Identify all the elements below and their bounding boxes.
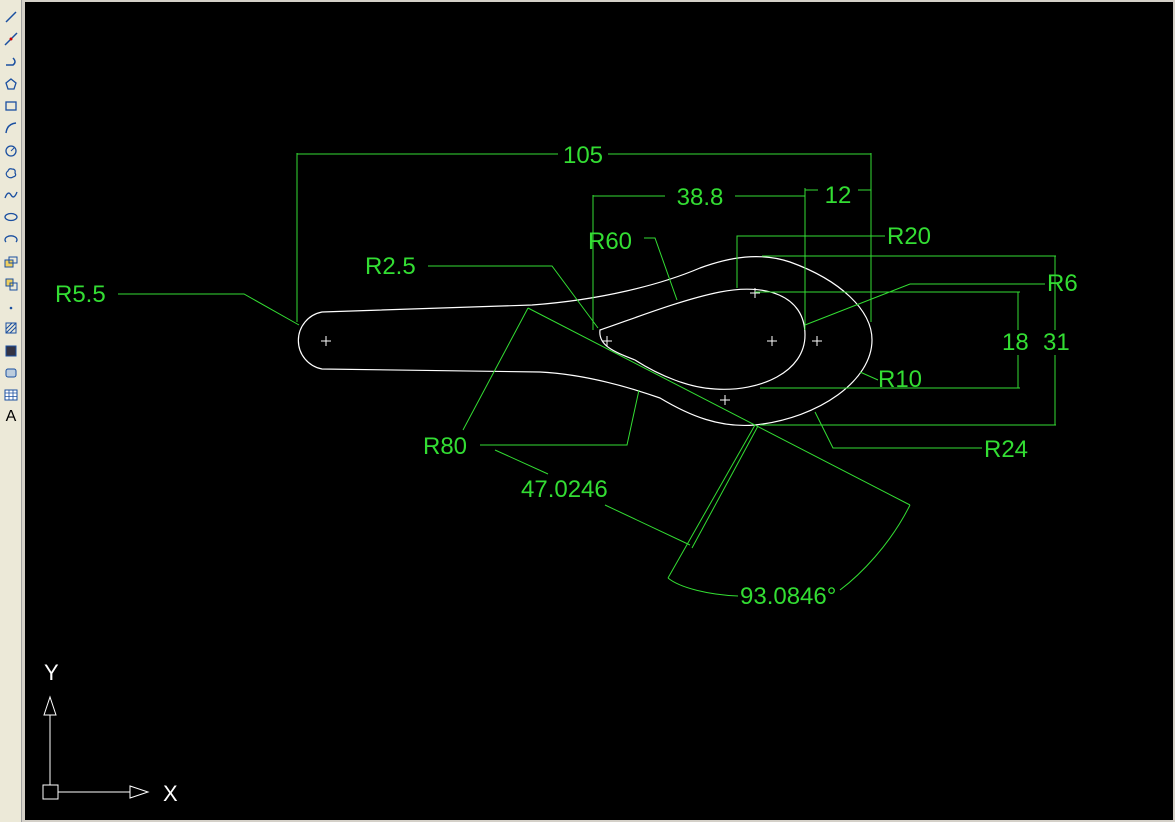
drawing-canvas[interactable]: 105 38.8 12 R60 R20 R2.5 R6 R5.5 18 31 R… <box>25 2 1173 820</box>
dim-r60: R60 <box>588 228 632 255</box>
dimension-texts: 105 38.8 12 R60 R20 R2.5 R6 R5.5 18 31 R… <box>55 142 1078 610</box>
dim-r6: R6 <box>1047 270 1078 297</box>
ellipse-tool[interactable] <box>2 208 20 226</box>
multiline-text-tool[interactable]: A <box>2 408 20 426</box>
ellipse-arc-icon <box>4 235 18 243</box>
dim-r24: R24 <box>984 436 1028 463</box>
region-tool[interactable] <box>2 364 20 382</box>
gradient-tool[interactable] <box>2 342 20 360</box>
table-icon <box>4 389 18 401</box>
dim-r2-5: R2.5 <box>365 253 416 280</box>
spline-icon <box>4 191 18 199</box>
dim-18: 18 <box>1002 329 1029 356</box>
outer-profile <box>297 256 873 427</box>
hatch-icon <box>5 322 17 334</box>
drawing-svg: 105 38.8 12 R60 R20 R2.5 R6 R5.5 18 31 R… <box>42 142 1078 806</box>
region-icon <box>5 368 17 378</box>
dim-12: 12 <box>825 182 852 209</box>
hatch-tool[interactable] <box>2 319 20 337</box>
arc-tool[interactable] <box>2 119 20 137</box>
dim-38-8: 38.8 <box>677 184 724 211</box>
dimension-lines <box>118 153 1056 597</box>
dim-105: 105 <box>563 142 603 169</box>
ucs-y-label: Y <box>44 660 59 685</box>
ellipse-arc-tool[interactable] <box>2 231 20 249</box>
gradient-icon <box>5 345 17 357</box>
circle-tool[interactable] <box>2 142 20 160</box>
line-icon <box>5 11 17 23</box>
dim-r20: R20 <box>887 223 931 250</box>
dim-r5-5: R5.5 <box>55 281 106 308</box>
circle-icon <box>5 145 17 157</box>
center-marks <box>321 288 822 405</box>
table-tool[interactable] <box>2 386 20 404</box>
dim-angle: 93.0846° <box>740 583 836 610</box>
line-tool[interactable] <box>2 8 20 26</box>
insert-block-icon <box>4 256 18 268</box>
polyline-icon <box>6 57 16 66</box>
dim-r80: R80 <box>423 433 467 460</box>
rectangle-tool[interactable] <box>2 97 20 115</box>
spline-tool[interactable] <box>2 186 20 204</box>
draw-toolbar: A <box>0 0 22 822</box>
ucs-labels: Y X <box>44 660 178 806</box>
insert-block-tool[interactable] <box>2 253 20 271</box>
polyline-tool[interactable] <box>2 52 20 70</box>
dim-47-0246: 47.0246 <box>521 476 608 503</box>
ucs-icon <box>42 695 150 800</box>
rectangle-icon <box>5 101 17 111</box>
inner-slot <box>599 288 806 390</box>
revision-cloud-tool[interactable] <box>2 164 20 182</box>
make-block-tool[interactable] <box>2 275 20 293</box>
part-geometry <box>297 256 873 427</box>
ellipse-icon <box>4 212 18 222</box>
polygon-icon <box>5 78 17 90</box>
cloud-icon <box>5 168 17 179</box>
construction-line-icon <box>4 32 18 46</box>
point-icon <box>9 306 13 310</box>
arc-icon <box>5 122 17 134</box>
ucs-x-label: X <box>163 781 178 806</box>
dim-r10: R10 <box>878 366 922 393</box>
make-block-icon <box>5 278 18 291</box>
text-icon: A <box>5 408 17 425</box>
point-tool[interactable] <box>2 297 20 315</box>
construction-line-tool[interactable] <box>2 30 20 48</box>
dim-31: 31 <box>1043 329 1070 356</box>
polygon-tool[interactable] <box>2 75 20 93</box>
